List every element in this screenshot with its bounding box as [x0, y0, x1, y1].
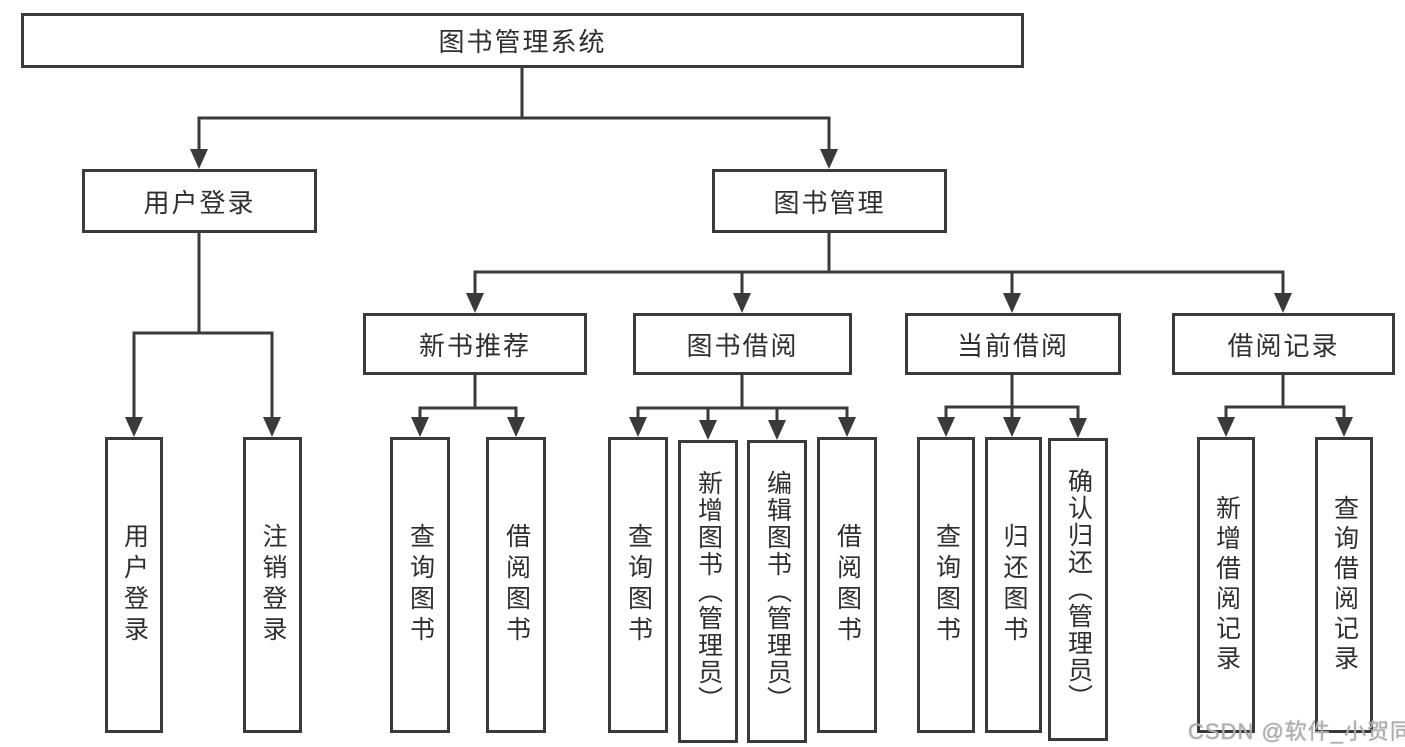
node-user-login: 用户登录 — [82, 169, 317, 233]
node-leaf-query-books-borrow: 查询图书 — [608, 437, 668, 733]
node-leaf-return-books-label: 归还图书 — [1000, 523, 1028, 647]
node-leaf-logout-label: 注销登录 — [259, 523, 287, 647]
arrowhead-borrow-books-1 — [507, 417, 525, 437]
node-leaf-query-books-current-label: 查询图书 — [932, 523, 961, 647]
node-leaf-user-login-label: 用户登录 — [120, 523, 149, 647]
arrowhead-query-books-1 — [411, 417, 429, 437]
node-new-book-rec: 新书推荐 — [363, 313, 587, 375]
node-leaf-query-books-newrec: 查询图书 — [390, 437, 450, 733]
node-root-label: 图书管理系统 — [438, 27, 607, 57]
node-leaf-query-books-current: 查询图书 — [917, 437, 975, 733]
arrowhead-query-books-2 — [629, 417, 647, 437]
arrowhead-edit-books — [768, 420, 786, 440]
node-current-borrow-label: 当前借阅 — [956, 330, 1069, 361]
arrowhead-new-book-rec — [466, 293, 484, 313]
node-book-borrow-label: 图书借阅 — [686, 330, 799, 361]
node-leaf-borrow-books-borrow: 借阅图书 — [817, 437, 877, 733]
arrowhead-return-books — [1003, 417, 1021, 437]
node-book-mgmt: 图书管理 — [712, 169, 947, 233]
arrowhead-leaf-user-login — [125, 417, 143, 437]
node-leaf-borrow-books-borrow-label: 借阅图书 — [833, 523, 862, 647]
node-leaf-query-books-newrec-label: 查询图书 — [406, 523, 435, 647]
arrowhead-book-borrow — [733, 293, 751, 313]
node-borrow-records: 借阅记录 — [1172, 313, 1395, 375]
arrowhead-current-borrow — [1003, 293, 1021, 313]
arrowhead-add-borrow-record — [1217, 417, 1235, 437]
node-leaf-add-books-admin: 新增图书（管理员） — [678, 440, 738, 743]
node-leaf-query-borrow-record-label: 查询借阅记录 — [1330, 495, 1359, 675]
node-leaf-borrow-books-newrec: 借阅图书 — [486, 437, 546, 733]
node-leaf-query-books-borrow-label: 查询图书 — [624, 523, 653, 647]
node-book-mgmt-label: 图书管理 — [773, 187, 886, 218]
node-borrow-records-label: 借阅记录 — [1227, 330, 1340, 361]
arrowhead-leaf-logout — [263, 417, 281, 437]
arrowhead-query-books-3 — [937, 417, 955, 437]
node-leaf-query-borrow-record: 查询借阅记录 — [1315, 437, 1373, 733]
node-new-book-rec-label: 新书推荐 — [418, 330, 531, 361]
node-leaf-add-books-admin-label: 新增图书（管理员） — [694, 470, 723, 713]
arrowhead-book-mgmt — [820, 149, 838, 169]
node-leaf-add-borrow-record-label: 新增借阅记录 — [1212, 495, 1241, 675]
arrowhead-user-login — [190, 149, 208, 169]
node-leaf-edit-books-admin-label: 编辑图书（管理员） — [763, 470, 792, 713]
node-user-login-label: 用户登录 — [143, 187, 256, 218]
node-leaf-add-borrow-record: 新增借阅记录 — [1197, 437, 1255, 733]
node-current-borrow: 当前借阅 — [905, 313, 1121, 375]
arrowhead-query-borrow-record — [1335, 417, 1353, 437]
node-leaf-edit-books-admin: 编辑图书（管理员） — [747, 440, 807, 743]
node-book-borrow: 图书借阅 — [633, 313, 852, 375]
watermark-text: CSDN @软件_小贺同学 — [1188, 719, 1405, 744]
node-leaf-logout: 注销登录 — [243, 437, 302, 733]
arrowhead-borrow-records — [1274, 293, 1292, 313]
node-leaf-return-books: 归还图书 — [985, 437, 1042, 733]
arrowhead-add-books — [699, 420, 717, 440]
arrowhead-confirm-return — [1069, 418, 1087, 438]
node-leaf-user-login: 用户登录 — [105, 437, 163, 733]
node-root: 图书管理系统 — [21, 13, 1024, 68]
node-leaf-confirm-return-admin: 确认归还（管理员） — [1048, 438, 1108, 741]
node-leaf-confirm-return-admin-label: 确认归还（管理员） — [1064, 468, 1093, 711]
arrowhead-borrow-books-2 — [838, 417, 856, 437]
node-leaf-borrow-books-newrec-label: 借阅图书 — [502, 523, 531, 647]
